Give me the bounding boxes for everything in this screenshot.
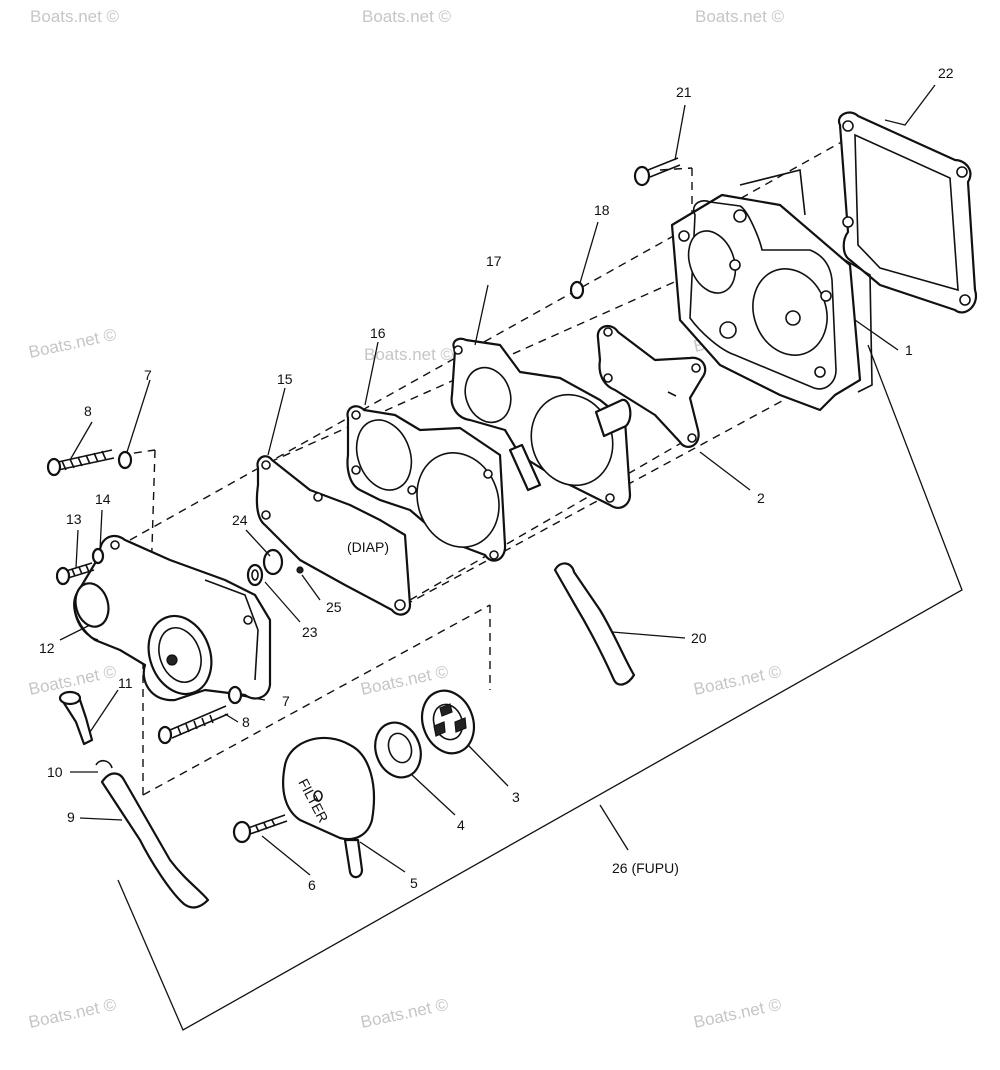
screws [46, 157, 681, 844]
watermark: Boats.net © [695, 7, 785, 26]
part-1-pump-body [670, 169, 873, 412]
callout-22: 22 [938, 65, 954, 81]
callout-1: 1 [905, 342, 913, 358]
callout-10: 10 [47, 764, 63, 780]
assembly-bracket [117, 344, 963, 1031]
callout-3: 3 [512, 789, 520, 805]
callout-13: 13 [66, 511, 82, 527]
part-12-housing [73, 534, 272, 702]
part-2-plate [596, 324, 707, 448]
part-22-gasket [837, 111, 978, 314]
callout-18: 18 [594, 202, 610, 218]
callout-6: 6 [308, 877, 316, 893]
callout-4: 4 [457, 817, 465, 833]
callout-20: 20 [691, 630, 707, 646]
callout-5: 5 [410, 875, 418, 891]
callout-8-lower: 8 [242, 714, 250, 730]
watermark: Boats.net © [692, 662, 784, 699]
part-20-hose [553, 562, 636, 686]
callout-11: 11 [118, 675, 133, 691]
callout-14: 14 [95, 491, 111, 507]
part-16-gasket [346, 405, 507, 562]
watermark: Boats.net © [692, 995, 784, 1032]
watermark: Boats.net © [362, 7, 452, 26]
inlet-fitting-and-hose [58, 690, 210, 909]
callout-8-upper: 8 [84, 403, 92, 419]
watermark: Boats.net © [27, 995, 119, 1032]
callout-numbers: 1 2 3 4 5 6 7 7 8 8 9 10 11 12 13 14 15 … [39, 65, 954, 893]
callout-7-lower: 7 [282, 693, 290, 709]
callout-26: 26 (FUPU) [612, 860, 679, 876]
washers [91, 280, 585, 705]
watermark: Boats.net © [359, 995, 451, 1032]
callout-17: 17 [486, 253, 502, 269]
part-15-diaphragm: (DIAP) [255, 455, 412, 616]
part-17-cover [450, 337, 632, 509]
part-5-filter-cover: FILTER [282, 736, 376, 879]
callout-2: 2 [757, 490, 765, 506]
callout-24: 24 [232, 512, 248, 528]
callout-7-upper: 7 [144, 367, 152, 383]
callout-25: 25 [326, 599, 342, 615]
callout-21: 21 [676, 84, 692, 100]
callout-23: 23 [302, 624, 318, 640]
callout-16: 16 [370, 325, 386, 341]
leader-lines [59, 84, 936, 876]
filter-ring-and-screen [374, 689, 476, 779]
callout-9: 9 [67, 809, 75, 825]
callout-15: 15 [277, 371, 293, 387]
diaphragm-label: (DIAP) [347, 539, 389, 555]
watermark: Boats.net © [27, 325, 119, 362]
watermark: Boats.net © [364, 345, 454, 364]
callout-12: 12 [39, 640, 55, 656]
watermark: Boats.net © [30, 7, 120, 26]
